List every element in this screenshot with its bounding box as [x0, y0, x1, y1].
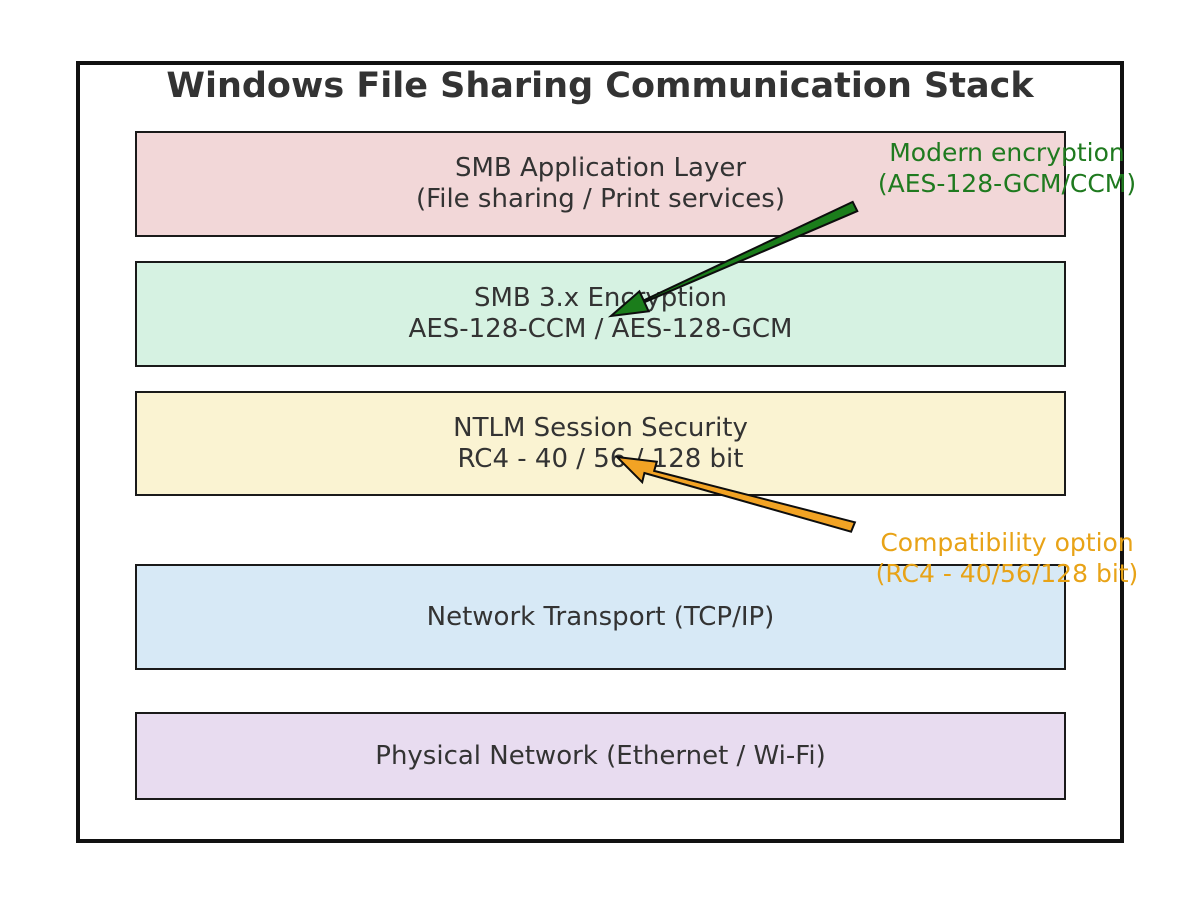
annotation-modern-encryption: Modern encryption (AES-128-GCM/CCM) [866, 137, 1148, 199]
diagram-title: Windows File Sharing Communication Stack [166, 66, 1034, 106]
layer-label: SMB Application Layer [454, 153, 747, 183]
layer-sublabel: RC4 - 40 / 56 / 128 bit [457, 443, 744, 474]
layer-physical-network: Physical Network (Ethernet / Wi-Fi) [135, 712, 1066, 800]
layer-sublabel: (File sharing / Print services) [416, 184, 785, 214]
layer-label: SMB 3.x Encryption [473, 283, 728, 313]
annotation-line: Modern encryption [889, 138, 1125, 167]
annotation-line: Compatibility option [880, 528, 1134, 557]
diagram-frame [76, 61, 1124, 843]
layer-ntlm-session-security: NTLM Session Security RC4 - 40 / 56 / 12… [135, 391, 1066, 496]
layer-smb-application: SMB Application Layer (File sharing / Pr… [135, 131, 1066, 237]
layer-label: Physical Network (Ethernet / Wi-Fi) [375, 740, 826, 771]
layer-sublabel: AES-128-CCM / AES-128-GCM [408, 314, 793, 344]
layer-network-transport: Network Transport (TCP/IP) [135, 564, 1066, 670]
layer-smb-encryption: SMB 3.x Encryption AES-128-CCM / AES-128… [135, 261, 1066, 367]
layer-label: NTLM Session Security [453, 412, 748, 443]
annotation-line: (RC4 - 40/56/128 bit) [875, 559, 1139, 588]
annotation-line: (AES-128-GCM/CCM) [877, 169, 1137, 198]
layer-label: Network Transport (TCP/IP) [426, 601, 775, 632]
annotation-compatibility-option: Compatibility option (RC4 - 40/56/128 bi… [862, 527, 1152, 589]
